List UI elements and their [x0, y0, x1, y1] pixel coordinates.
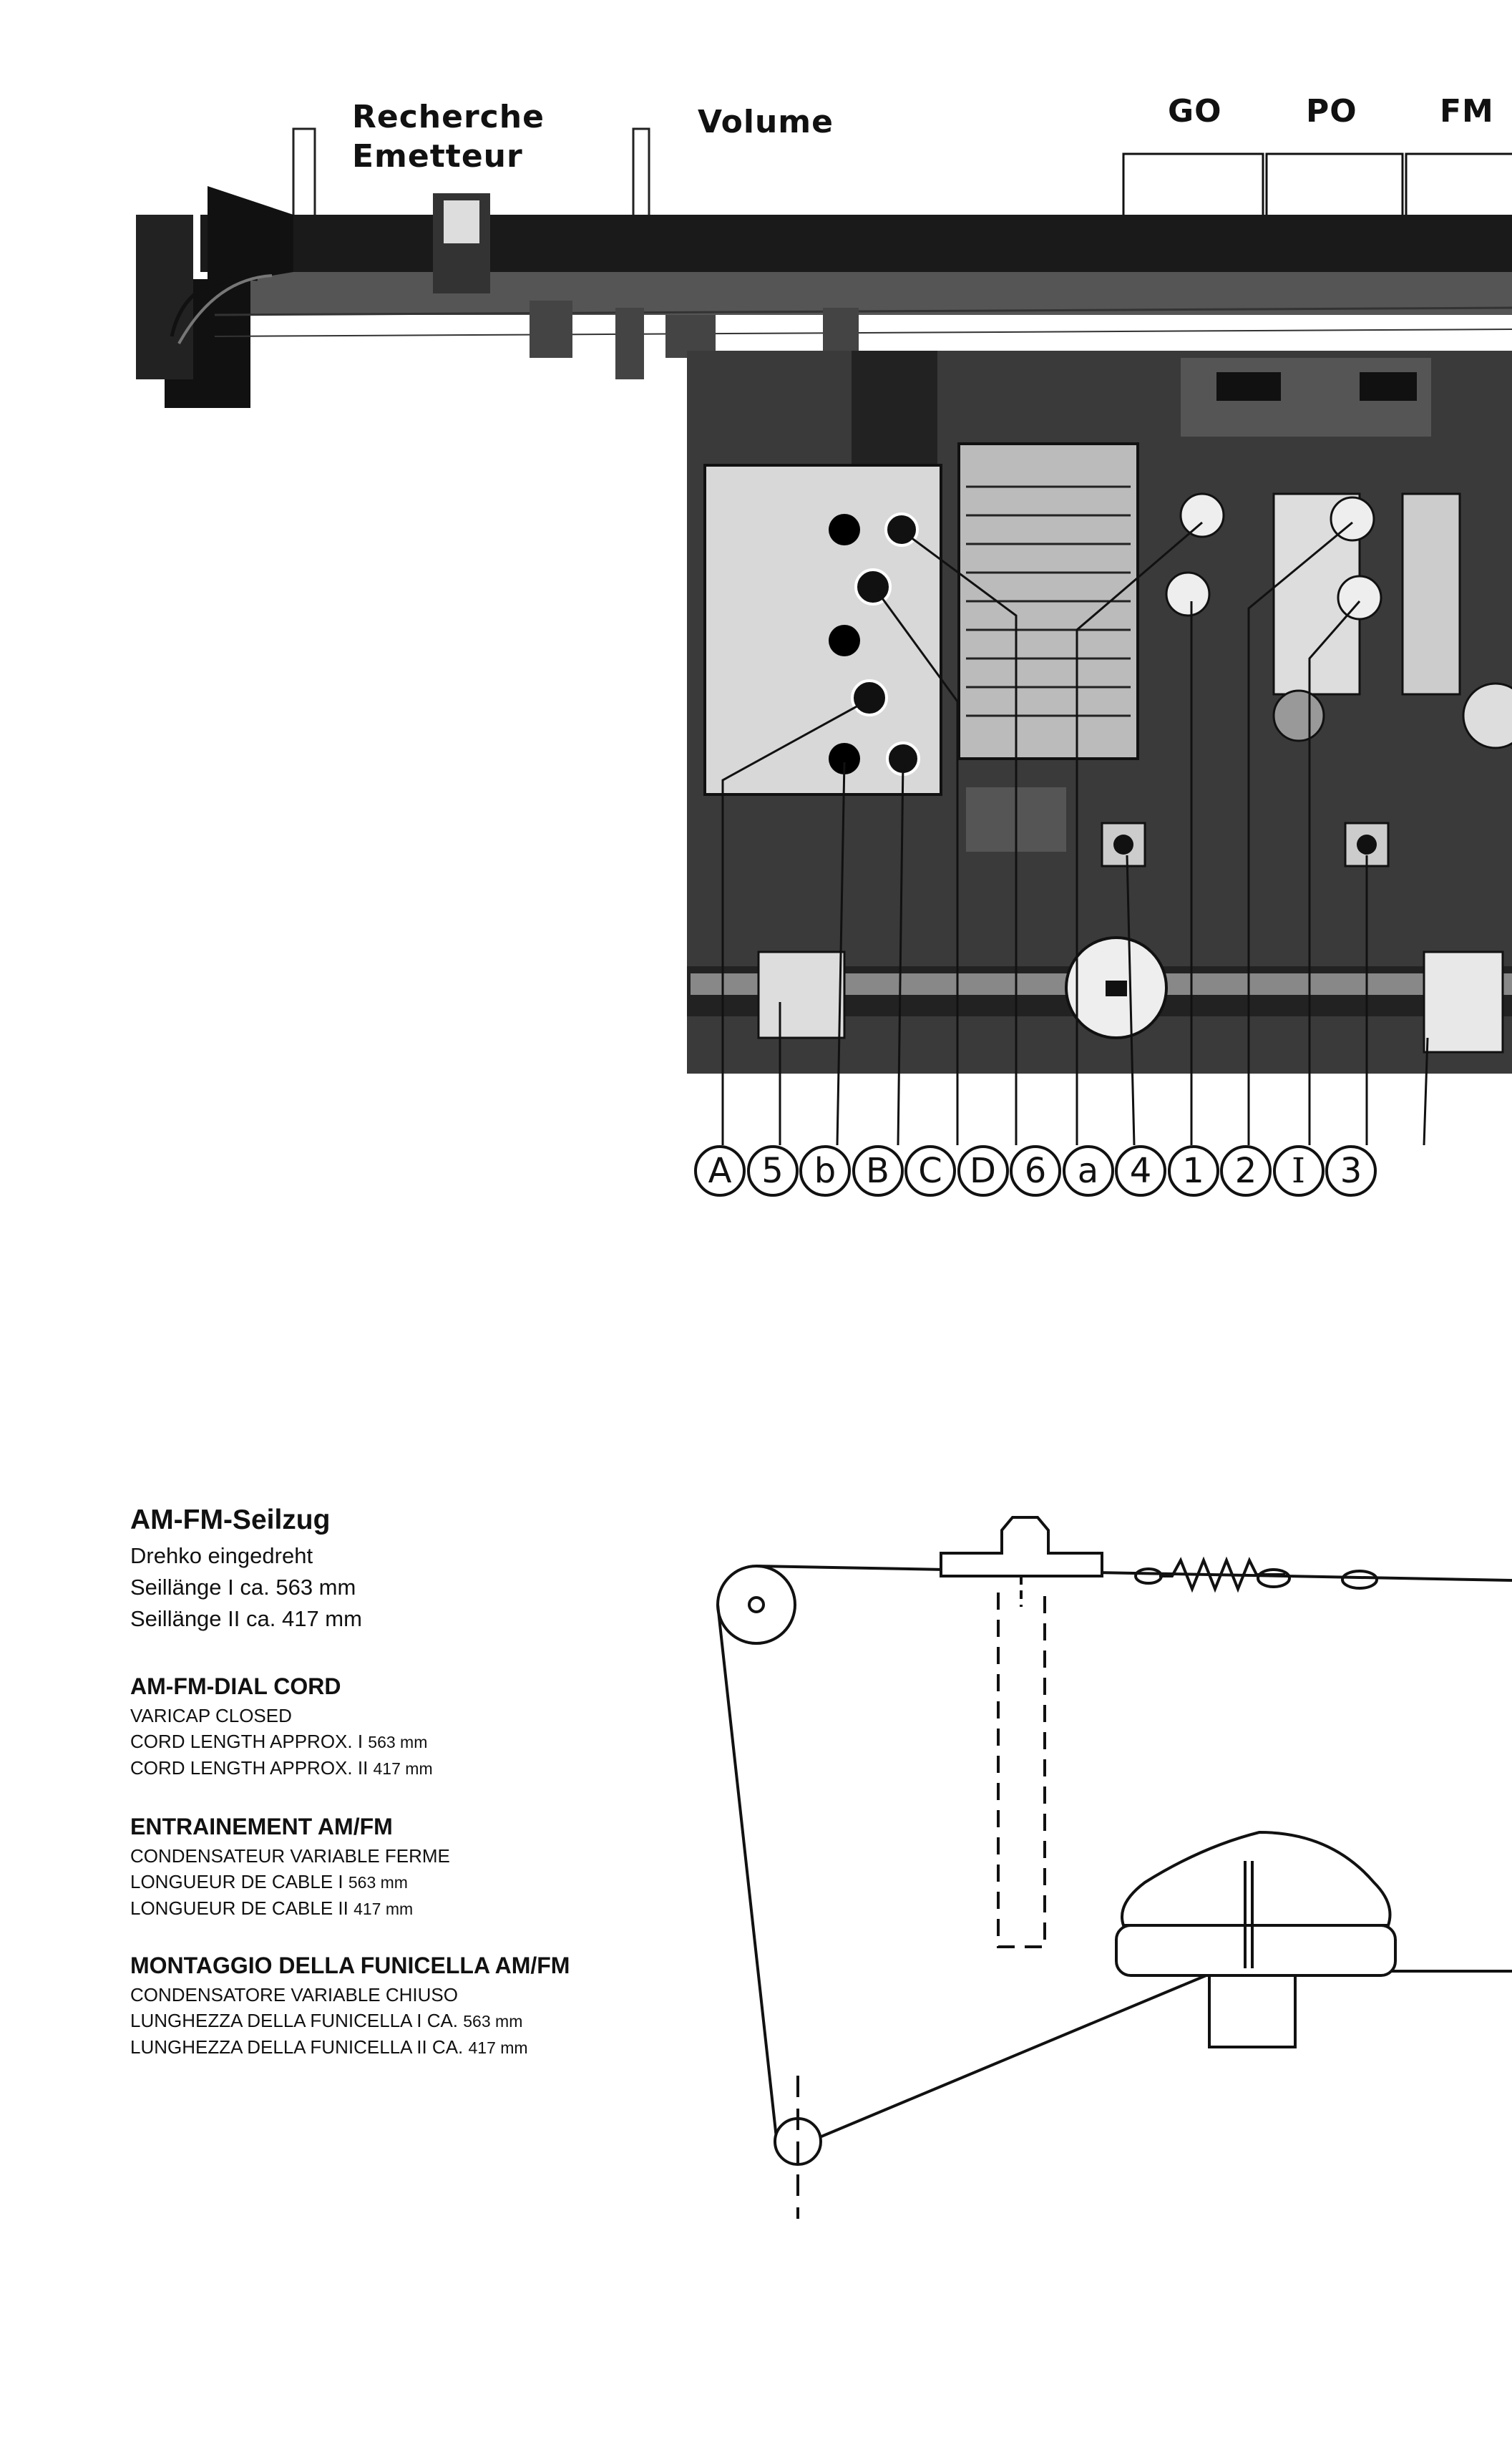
- volume-label: Volume: [698, 104, 834, 140]
- dial-rail: [200, 215, 1512, 272]
- po-label: PO: [1306, 93, 1357, 130]
- callout-1: 1: [1167, 1145, 1219, 1197]
- callout-4: 4: [1115, 1145, 1166, 1197]
- tension-spring: [1159, 1556, 1285, 1593]
- callout-b: b: [799, 1145, 851, 1197]
- callout-I: I: [1272, 1145, 1325, 1197]
- callout-6: 6: [1010, 1145, 1061, 1197]
- section-german: AM-FM-Seilzug Drehko eingedreht Seilläng…: [130, 1504, 674, 1635]
- station-search-label: Recherche Emetteur: [352, 99, 545, 175]
- pointer-slider: [940, 1516, 1103, 1577]
- section-italian: MONTAGGIO DELLA FUNICELLA AM/FM CONDENSA…: [130, 1953, 674, 2061]
- section-english-title: AM-FM-DIAL CORD: [130, 1673, 341, 1699]
- cord-bottom: [817, 1970, 1217, 2139]
- cord-top: [756, 1565, 1512, 1582]
- go-label: GO: [1168, 93, 1222, 130]
- top-pulley: [716, 1565, 796, 1645]
- callout-5: 5: [746, 1145, 799, 1197]
- cord-left: [716, 1604, 778, 2139]
- dial-cord-diagram: [716, 1516, 1512, 2219]
- callout-B: B: [852, 1145, 904, 1197]
- callout-2: 2: [1220, 1145, 1272, 1197]
- leader-lines: [721, 521, 1429, 1146]
- callout-C: C: [904, 1145, 956, 1197]
- section-italian-title: MONTAGGIO DELLA FUNICELLA AM/FM: [130, 1953, 570, 1978]
- drive-knob: [1121, 1830, 1392, 1927]
- section-english: AM-FM-DIAL CORD VARICAP CLOSED CORD LENG…: [130, 1673, 674, 1781]
- section-french-title: ENTRAINEMENT AM/FM: [130, 1814, 393, 1839]
- callout-3: 3: [1325, 1145, 1377, 1197]
- chassis-photo: [136, 127, 1512, 1146]
- fm-label: FM: [1440, 93, 1494, 130]
- section-french: ENTRAINEMENT AM/FM CONDENSATEUR VARIABLE…: [130, 1814, 674, 1922]
- callout-a: a: [1062, 1145, 1114, 1197]
- callout-row: A 5 b B C D 6 a 4 1 2 I 3: [694, 1145, 1377, 1204]
- section-german-title: AM-FM-Seilzug: [130, 1504, 331, 1535]
- callout-A: A: [694, 1145, 746, 1197]
- callout-D: D: [957, 1145, 1009, 1197]
